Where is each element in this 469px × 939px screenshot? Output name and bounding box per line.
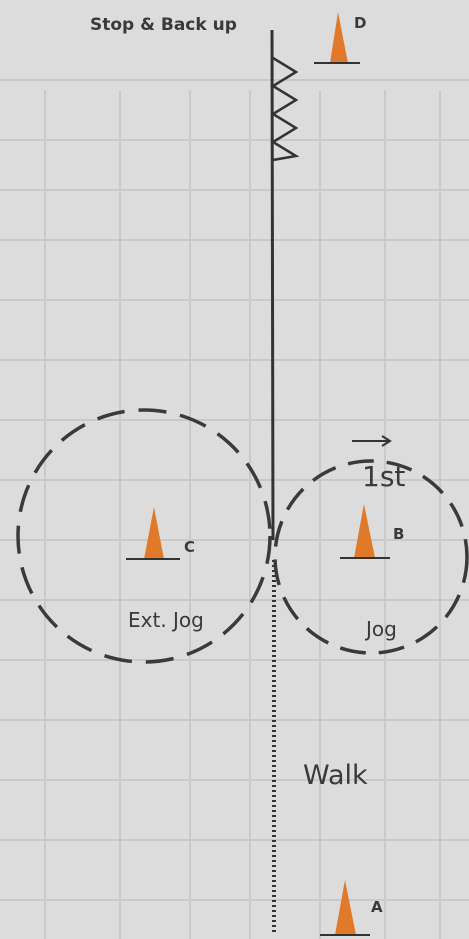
background-grid: [0, 79, 469, 939]
stop-back-up-label: Stop & Back up: [90, 15, 237, 35]
cone-icon: [340, 504, 390, 559]
cone-icon: [320, 880, 370, 936]
marker-d-label: D: [354, 14, 366, 32]
marker-a-label: A: [371, 898, 383, 916]
right-arrow-icon: [352, 435, 392, 447]
jog-circle: [273, 459, 469, 655]
walk-label: Walk: [303, 760, 368, 791]
ext-jog-circle: [16, 408, 272, 664]
back-up-zigzag: [270, 56, 300, 162]
cone-icon: [126, 507, 180, 560]
solid-path-line: [270, 29, 275, 541]
jog-label: Jog: [364, 617, 397, 641]
marker-c-label: C: [184, 538, 195, 556]
marker-b-label: B: [393, 525, 404, 543]
first-label: 1st: [362, 460, 405, 493]
cone-icon: [314, 12, 360, 64]
ext-jog-label: Ext. Jog: [128, 608, 204, 632]
